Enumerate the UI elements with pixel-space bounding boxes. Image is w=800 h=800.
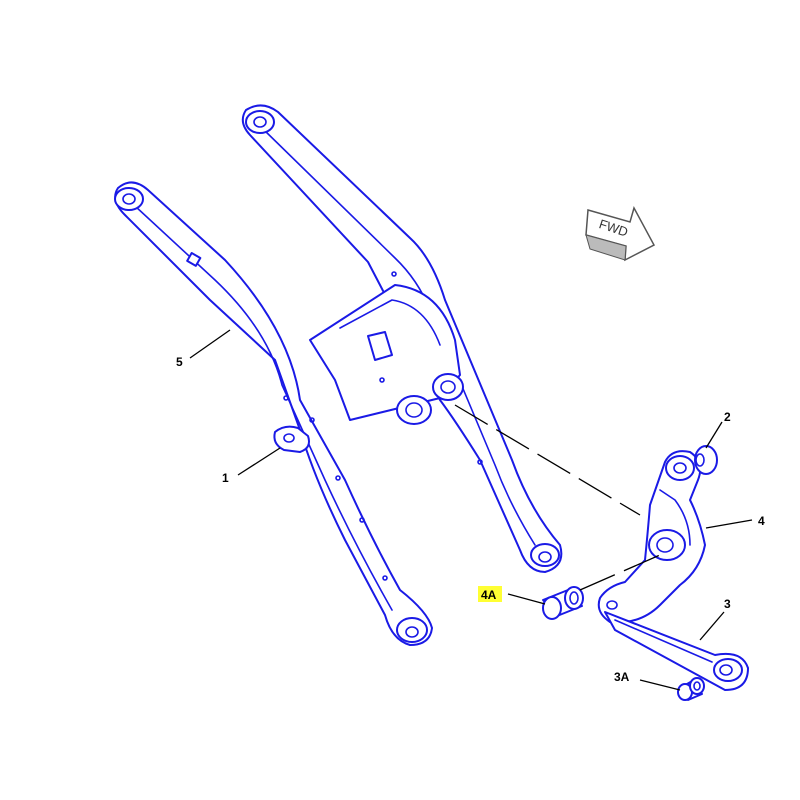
callout-4a-highlight	[478, 586, 502, 602]
callout-5: 5	[176, 355, 183, 369]
leader-line-3a	[639, 679, 681, 691]
assembly-line-pin	[454, 404, 641, 516]
leader-line-5	[189, 329, 231, 359]
bushing-part-3a	[677, 677, 705, 701]
callout-1: 1	[222, 471, 229, 485]
lift-arm-frame	[114, 104, 563, 646]
bracket-part-1	[273, 425, 310, 453]
leader-line-4	[705, 519, 753, 529]
leader-line-2	[705, 421, 723, 449]
link-part-3	[604, 611, 749, 691]
assembly-line-bushing	[579, 554, 661, 591]
forward-direction-arrow: FWD	[585, 206, 656, 262]
leader-line-4a	[507, 593, 546, 605]
leader-line-3	[699, 611, 725, 641]
leader-line-1	[237, 447, 281, 476]
callout-4a: 4A	[481, 588, 497, 602]
callout-2: 2	[724, 410, 731, 424]
callout-4: 4	[758, 514, 765, 528]
spacer-part-2	[694, 445, 718, 475]
bellcrank-part-4	[597, 450, 706, 624]
callout-3a: 3A	[614, 670, 630, 684]
bushing-part-4a	[542, 586, 584, 620]
callout-3: 3	[724, 597, 731, 611]
